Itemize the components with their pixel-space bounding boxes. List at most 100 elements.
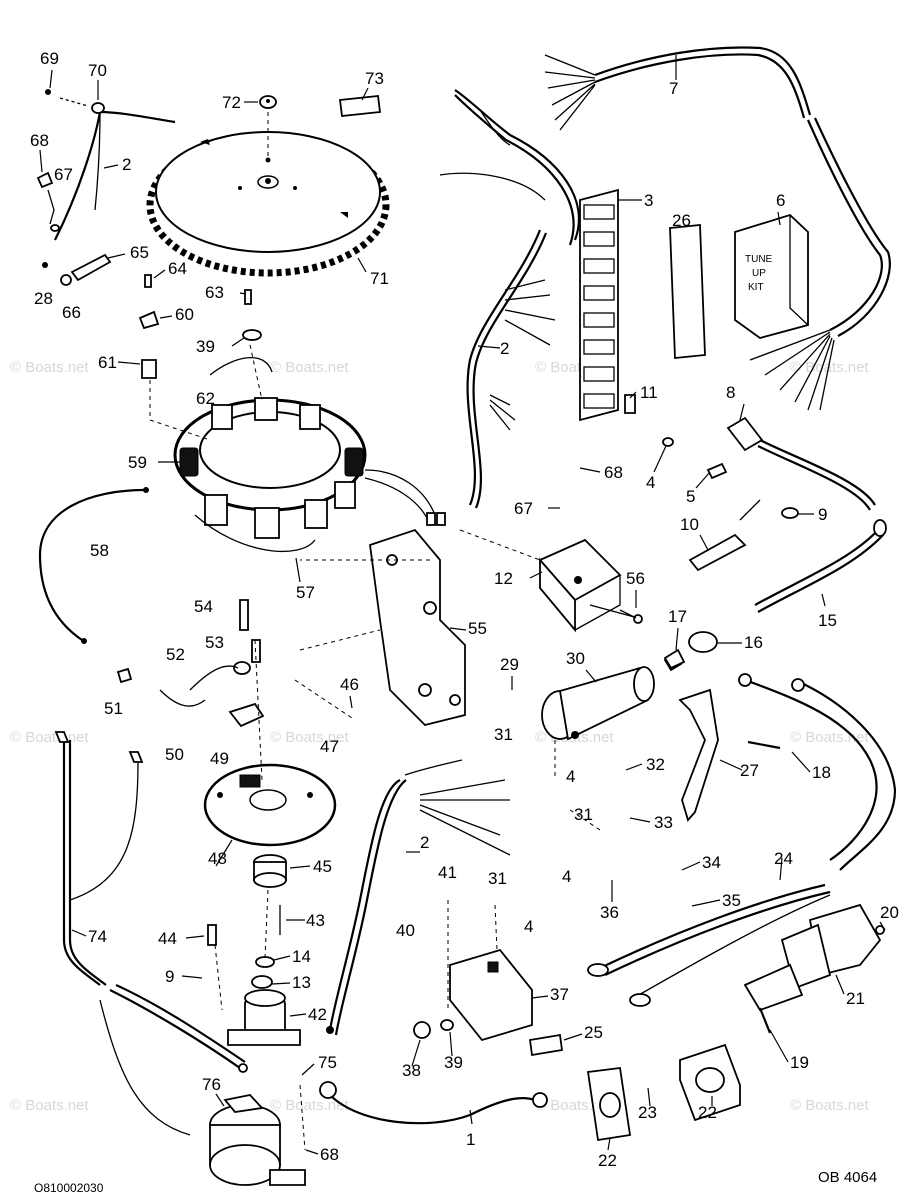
callout-45: 45 [313,857,332,876]
watermark: © Boats.net [790,359,869,376]
drawing-code-right: OB 4064 [818,1169,877,1186]
instruction-card-26 [669,224,706,359]
callout-3: 3 [644,191,653,210]
callout-58: 58 [90,541,109,560]
starter-motor-30 [541,652,683,741]
kit-label-line2: UP [752,268,766,279]
callout-15: 15 [818,611,837,630]
callout-59: 59 [128,453,147,472]
callout-48: 48 [208,849,227,868]
callout-34: 34 [702,853,721,872]
callout-25: 25 [584,1023,603,1042]
callout-19: 19 [790,1053,809,1072]
callout-73: 73 [365,69,384,88]
callout-9-right: 9 [818,505,827,524]
hardware-cluster-right [619,437,799,750]
callout-7: 7 [669,79,678,98]
callout-18: 18 [812,763,831,782]
callout-47: 47 [320,737,339,756]
trigger-parts [116,599,265,728]
callout-70: 70 [88,61,107,80]
callout-60: 60 [175,305,194,324]
callout-27: 27 [740,761,759,780]
watermark: © Boats.net [10,729,89,746]
main-harness-7 [544,46,891,411]
watermark: © Boats.net [270,1097,349,1114]
watermark: © Boats.net [270,729,349,746]
callout-33: 33 [654,813,673,832]
callout-67-center: 67 [514,499,533,518]
callout-61: 61 [98,353,117,372]
ignition-coil-42 [207,924,301,1046]
mounting-plate-22-right [679,1043,741,1122]
callout-4-c: 4 [562,867,571,886]
watermark: © Boats.net [790,729,869,746]
callout-41: 41 [438,863,457,882]
callout-14: 14 [292,947,311,966]
callout-69: 69 [40,49,59,68]
callout-5: 5 [686,487,695,506]
callout-2-center: 2 [500,339,509,358]
callout-32: 32 [646,755,665,774]
callout-46: 46 [340,675,359,694]
callout-13: 13 [292,973,311,992]
callout-10: 10 [680,515,699,534]
callout-21: 21 [846,989,865,1008]
callout-11: 11 [640,383,658,402]
callout-9: 9 [165,967,174,986]
callout-31-b: 31 [574,805,593,824]
mounting-plate-22-left [586,1066,632,1142]
terminal-block-3 [579,188,636,422]
callout-75: 75 [318,1053,337,1072]
callout-74: 74 [88,927,107,946]
callout-29: 29 [500,655,519,674]
callout-36: 36 [600,903,619,922]
harness-74 [54,731,248,1136]
callout-53: 53 [205,633,224,652]
callout-76: 76 [202,1075,221,1094]
kit-label-line3: KIT [748,282,764,293]
callout-17: 17 [668,607,687,626]
stator-screws [138,274,273,379]
callout-68: 68 [30,131,49,150]
cable-15 [754,519,887,613]
drawing-code-left: O810002030 [34,1181,104,1195]
callout-26: 26 [672,211,691,230]
callout-4-b: 4 [566,767,575,786]
watermark: © Boats.net [10,1097,89,1114]
callouts: 69 70 68 2 67 65 64 28 66 63 60 39 61 62… [30,49,899,1170]
watermark: © Boats.net [270,359,349,376]
callout-66: 66 [62,303,81,322]
callout-68-bottom: 68 [320,1145,339,1164]
flywheel-nut [259,95,277,109]
kit-label-line1: TUNE [745,254,773,265]
ground-wire-top [36,89,176,241]
callout-28: 28 [34,289,53,308]
callout-62: 62 [196,389,215,408]
callout-55: 55 [468,619,487,638]
callout-38: 38 [402,1061,421,1080]
ignition-switch-21 [743,903,885,1034]
callout-63: 63 [205,283,224,302]
callout-30: 30 [566,649,585,668]
starter-relay-37 [326,759,564,1057]
leader-lines [149,112,601,1151]
callout-8: 8 [726,383,735,402]
callout-24: 24 [774,849,793,868]
callout-64: 64 [168,259,187,278]
callout-54: 54 [194,597,213,616]
callout-12: 12 [494,569,513,588]
callout-22-left: 22 [598,1151,617,1170]
watermark: © Boats.net [10,359,89,376]
switch-assembly-76 [209,1094,306,1186]
callout-2-lower: 2 [420,833,429,852]
callout-23: 23 [638,1103,657,1122]
callout-35: 35 [722,891,741,910]
starter-bracket-27 [678,688,719,822]
watermarks: © Boats.net © Boats.net © Boats.net © Bo… [10,359,869,1114]
callout-72: 72 [222,93,241,112]
callout-65: 65 [130,243,149,262]
callout-57: 57 [296,583,315,602]
callout-67: 67 [54,165,73,184]
